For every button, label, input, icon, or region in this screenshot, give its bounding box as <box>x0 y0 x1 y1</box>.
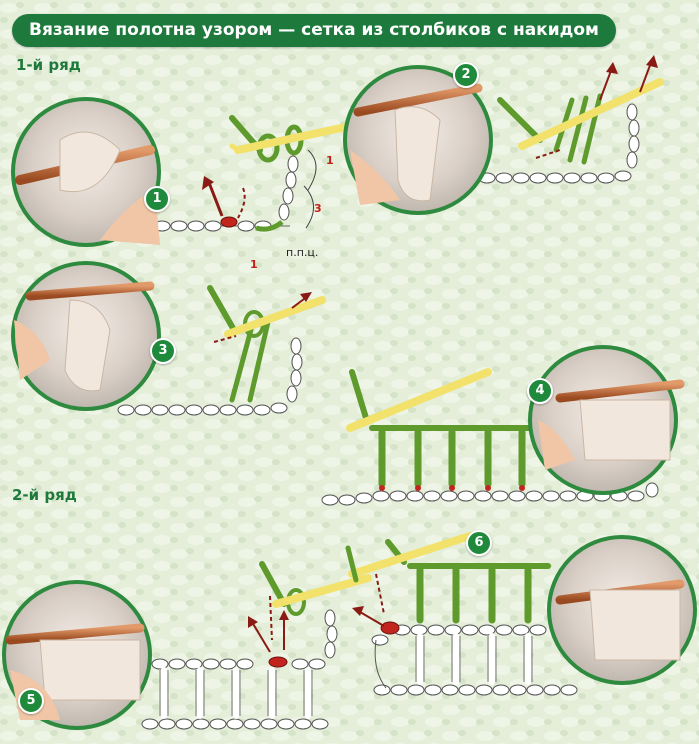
step-badge-5: 5 <box>18 688 44 714</box>
row1-diagram-d <box>321 368 659 506</box>
step-badge-4: 4 <box>527 378 553 404</box>
step-badge-6: 6 <box>466 530 492 556</box>
annotation-1-bottom: 1 <box>250 258 258 271</box>
row2-diagram-b <box>345 532 578 696</box>
step-badge-2: 2 <box>453 62 479 88</box>
row2-diagram-a <box>141 561 372 730</box>
photo-1 <box>11 97 161 247</box>
annotation-lift-chain: п.п.ц. <box>286 246 319 259</box>
photo-4 <box>528 345 685 495</box>
step-badge-3: 3 <box>150 338 176 364</box>
row-1-label: 1-й ряд <box>16 56 81 74</box>
annotation-3: 3 <box>314 202 322 215</box>
photo-3 <box>11 261 161 411</box>
row1-diagram-b <box>461 55 664 184</box>
annotation-1-right: 1 <box>326 154 334 167</box>
row1-diagram-c <box>117 285 326 416</box>
photo-6 <box>547 535 697 685</box>
photo-2 <box>343 65 493 215</box>
step-badge-1: 1 <box>144 186 170 212</box>
row-2-label: 2-й ряд <box>12 486 77 504</box>
page-title: Вязание полотна узором — сетка из столби… <box>12 14 616 47</box>
